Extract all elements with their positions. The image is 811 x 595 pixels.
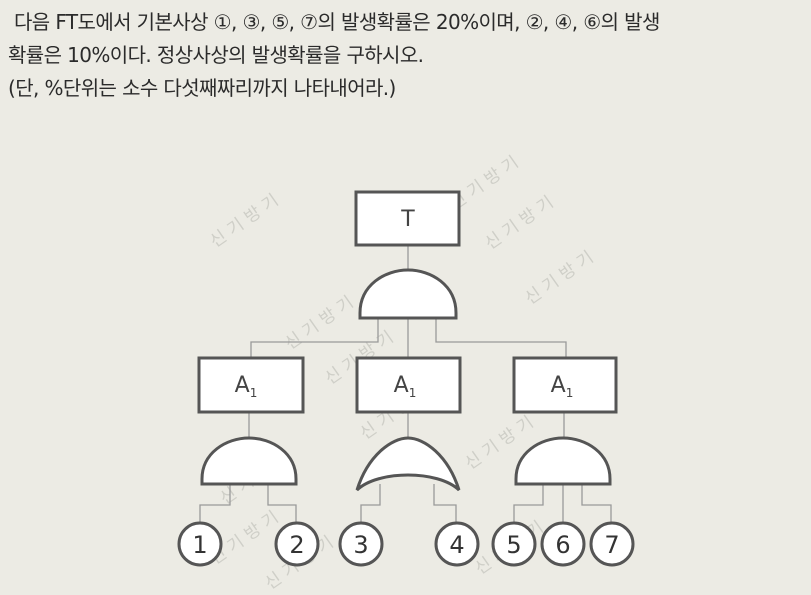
watermark-text: 신 기 방 기 xyxy=(481,193,557,255)
question-text: 다음 FT도에서 기본사상 ①, ③, ⑤, ⑦의 발생확률은 20%이며, ②… xyxy=(8,6,808,105)
intermediate-event-label: A xyxy=(235,373,250,398)
basic-event-circle xyxy=(338,521,384,567)
and-gate xyxy=(200,436,298,486)
basic-event-label: 5 xyxy=(506,531,521,559)
svg-text:A1: A1 xyxy=(235,373,258,400)
top-event-box xyxy=(354,190,461,247)
basic-event-circle xyxy=(434,521,480,567)
and-gate xyxy=(514,436,612,486)
intermediate-event-subscript: 1 xyxy=(566,386,574,400)
top-event-label: T xyxy=(400,207,415,232)
basic-event-label: 6 xyxy=(555,531,570,559)
basic-events xyxy=(177,521,635,567)
basic-event-label: 3 xyxy=(353,531,368,559)
watermark-text: 신 기 방 기 xyxy=(281,293,357,355)
watermark-text: 신 기 방 기 xyxy=(206,191,282,253)
basic-event-label: 2 xyxy=(289,531,304,559)
basic-event-label: 7 xyxy=(604,531,619,559)
svg-text:A1: A1 xyxy=(551,373,574,400)
intermediate-event-label: A xyxy=(551,373,566,398)
intermediate-event-label: A xyxy=(394,373,409,398)
question-line-1: 다음 FT도에서 기본사상 ①, ③, ⑤, ⑦의 발생확률은 20%이며, ②… xyxy=(14,10,660,34)
basic-event-label: 1 xyxy=(192,531,207,559)
basic-event-label: 4 xyxy=(449,531,464,559)
connector-lines xyxy=(199,245,612,522)
question-line-3: (단, %단위는 소수 다섯째짜리까지 나타내어라.) xyxy=(8,76,396,100)
basic-event-circle xyxy=(589,521,635,567)
basic-event-circle xyxy=(274,521,320,567)
question-line-2: 확률은 10%이다. 정상사상의 발생확률을 구하시오. xyxy=(8,43,424,67)
basic-event-circle xyxy=(491,521,537,567)
intermediate-event-box: A1 xyxy=(197,356,305,414)
intermediate-event-box: A1 xyxy=(512,356,618,414)
intermediate-event-box: A1 xyxy=(355,356,462,414)
and-gate xyxy=(358,268,458,320)
intermediate-event-subscript: 1 xyxy=(409,386,417,400)
basic-event-circle xyxy=(540,521,586,567)
or-gate xyxy=(353,436,463,496)
basic-event-circle xyxy=(177,521,223,567)
watermark-text: 신 기 방 기 xyxy=(521,248,597,310)
svg-text:A1: A1 xyxy=(394,373,417,400)
intermediate-event-subscript: 1 xyxy=(250,386,258,400)
